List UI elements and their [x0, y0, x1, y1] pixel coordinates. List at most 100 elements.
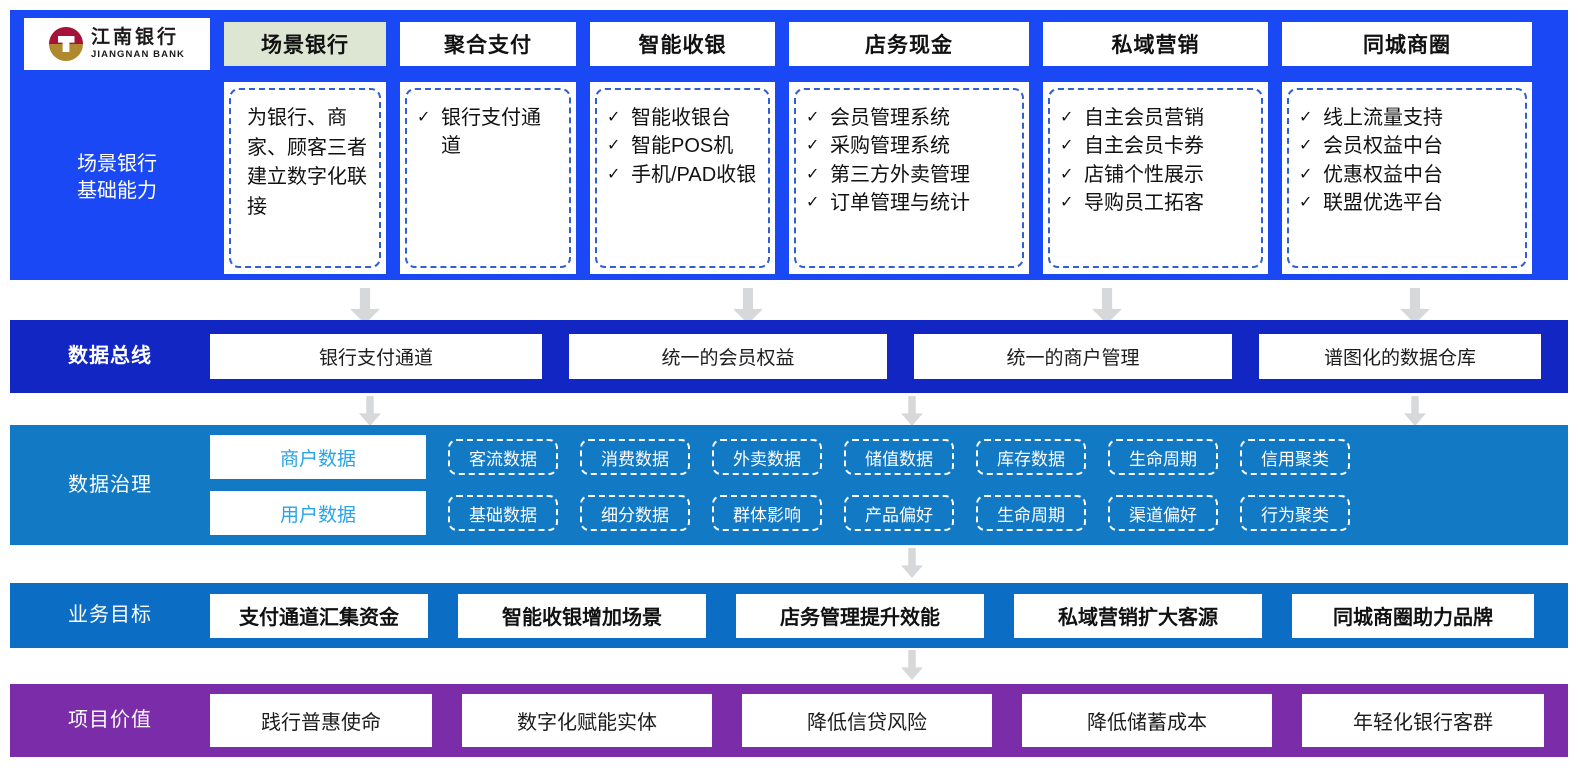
card-aggregate-payment[interactable]: ✓ 银行支付通道 — [405, 88, 571, 268]
check-icon: ✓ — [1299, 109, 1313, 126]
scenario-band-label-line2: 基础能力 — [77, 180, 157, 202]
card-local-business-circle[interactable]: ✓ 线上流量支持 ✓ 会员权益中台 ✓ 优惠权益中台 ✓ 联盟优选平台 — [1287, 88, 1527, 268]
scenario-band-label-line1: 场景银行 — [77, 153, 157, 175]
list-item: ✓ 会员管理系统 — [806, 104, 1012, 132]
card-store-cash[interactable]: ✓ 会员管理系统 ✓ 采购管理系统 ✓ 第三方外卖管理 ✓ 订单管理与统计 — [794, 88, 1024, 268]
tab-store-cash[interactable]: 店务现金 — [789, 22, 1029, 66]
tab-aggregate-payment[interactable]: 聚合支付 — [400, 22, 576, 66]
bus-box-bank-payment-channel[interactable]: 银行支付通道 — [210, 334, 542, 379]
card-scenario-bank[interactable]: 为银行、商家、顾客三者建立数字化联接 — [229, 88, 381, 268]
list-item-label: 智能POS机 — [631, 135, 734, 158]
list-item: ✓ 联盟优选平台 — [1299, 189, 1515, 217]
check-icon: ✓ — [417, 109, 431, 126]
list-item-label: 会员权益中台 — [1323, 135, 1443, 158]
chip-segmentation-data[interactable]: 细分数据 — [580, 495, 690, 531]
tab-smart-cashier[interactable]: 智能收银 — [590, 22, 775, 66]
data-governance-band-label: 数据治理 — [68, 473, 152, 496]
list-item-label: 会员管理系统 — [830, 107, 950, 129]
chip-lifecycle-user[interactable]: 生命周期 — [976, 495, 1086, 531]
card-wrap-local-business-circle: ✓ 线上流量支持 ✓ 会员权益中台 ✓ 优惠权益中台 ✓ 联盟优选平台 — [1282, 82, 1532, 274]
check-icon: ✓ — [607, 137, 621, 155]
list-item-label: 采购管理系统 — [830, 135, 950, 158]
chip-traffic-data[interactable]: 客流数据 — [448, 439, 558, 475]
bank-name-en: JIANGNAN BANK — [91, 49, 185, 61]
tab-scenario-bank[interactable]: 场景银行 — [224, 22, 386, 66]
chip-product-preference[interactable]: 产品偏好 — [844, 495, 954, 531]
down-arrow-icon — [1404, 396, 1426, 426]
list-item: ✓ 自主会员营销 — [1060, 104, 1251, 132]
project-value-items: 践行普惠使命 数字化赋能实体 降低信贷风险 降低储蓄成本 年轻化银行客群 — [210, 694, 1568, 747]
tab-private-marketing[interactable]: 私域营销 — [1043, 22, 1268, 66]
list-item: ✓ 优惠权益中台 — [1299, 161, 1515, 189]
bus-box-unified-merchant-mgmt[interactable]: 统一的商户管理 — [914, 334, 1232, 379]
chip-group-influence[interactable]: 群体影响 — [712, 495, 822, 531]
list-item-label: 自主会员营销 — [1084, 107, 1204, 129]
governance-main-user-data[interactable]: 用户数据 — [210, 491, 426, 535]
chip-stored-value-data[interactable]: 储值数据 — [844, 439, 954, 475]
tab-local-business-circle[interactable]: 同城商圈 — [1282, 22, 1532, 66]
value-box-digital-empowerment[interactable]: 数字化赋能实体 — [462, 694, 712, 747]
down-arrow-icon — [1400, 288, 1430, 324]
check-icon: ✓ — [607, 109, 621, 126]
chip-inventory-data[interactable]: 库存数据 — [976, 439, 1086, 475]
chip-credit-clustering[interactable]: 信用聚类 — [1240, 439, 1350, 475]
chip-behavior-clustering[interactable]: 行为聚类 — [1240, 495, 1350, 531]
bus-box-unified-member-rights[interactable]: 统一的会员权益 — [569, 334, 887, 379]
check-icon: ✓ — [1299, 165, 1313, 183]
scenario-band-label: 场景银行 基础能力 — [24, 82, 210, 274]
check-icon: ✓ — [1060, 194, 1074, 212]
card-smart-cashier[interactable]: ✓ 智能收银台 ✓ 智能POS机 ✓ 手机/PAD收银 — [595, 88, 770, 268]
data-governance-rows: 商户数据 客流数据 消费数据 外卖数据 储值数据 库存数据 生命周期 信用聚类 … — [210, 435, 1568, 535]
list-item-label: 优惠权益中台 — [1323, 163, 1443, 186]
list-item: ✓ 线上流量支持 — [1299, 104, 1515, 132]
card-private-marketing[interactable]: ✓ 自主会员营销 ✓ 自主会员卡券 ✓ 店铺个性展示 ✓ 导购员工拓客 — [1048, 88, 1263, 268]
value-box-younger-customer-base[interactable]: 年轻化银行客群 — [1302, 694, 1544, 747]
list-item: ✓ 手机/PAD收银 — [607, 161, 758, 189]
check-icon: ✓ — [1060, 165, 1074, 183]
list-item-label: 手机/PAD收银 — [631, 163, 757, 186]
goal-box-local-circle-brand[interactable]: 同城商圈助力品牌 — [1292, 593, 1534, 638]
list-item: ✓ 自主会员卡券 — [1060, 132, 1251, 160]
goal-box-payment-channel-funds[interactable]: 支付通道汇集资金 — [210, 593, 428, 638]
governance-row-user: 用户数据 基础数据 细分数据 群体影响 产品偏好 生命周期 渠道偏好 行为聚类 — [210, 491, 1568, 535]
down-arrow-icon — [733, 288, 763, 324]
list-item: ✓ 会员权益中台 — [1299, 132, 1515, 160]
down-arrow-icon — [1092, 288, 1122, 324]
value-box-reduce-deposit-cost[interactable]: 降低储蓄成本 — [1022, 694, 1272, 747]
project-value-band-label: 项目价值 — [68, 709, 152, 731]
goal-box-smart-cashier-scenarios[interactable]: 智能收银增加场景 — [458, 593, 706, 638]
bank-logo-mark-icon — [49, 27, 83, 61]
bank-logo-text: 江南银行 JIANGNAN BANK — [91, 28, 185, 60]
check-icon: ✓ — [1060, 137, 1074, 155]
chip-lifecycle-merchant[interactable]: 生命周期 — [1108, 439, 1218, 475]
list-item-label: 导购员工拓客 — [1084, 192, 1204, 215]
card-wrap-aggregate-payment: ✓ 银行支付通道 — [400, 82, 576, 274]
chip-basic-data[interactable]: 基础数据 — [448, 495, 558, 531]
value-box-reduce-credit-risk[interactable]: 降低信贷风险 — [742, 694, 992, 747]
governance-row-merchant: 商户数据 客流数据 消费数据 外卖数据 储值数据 库存数据 生命周期 信用聚类 — [210, 435, 1568, 479]
governance-main-merchant-data[interactable]: 商户数据 — [210, 435, 426, 479]
business-goals-band: 业务目标 支付通道汇集资金 智能收银增加场景 店务管理提升效能 私域营销扩大客源… — [10, 583, 1568, 648]
goal-box-private-marketing-customers[interactable]: 私域营销扩大客源 — [1014, 593, 1262, 638]
check-icon: ✓ — [1299, 137, 1313, 155]
bank-logo: 江南银行 JIANGNAN BANK — [24, 18, 210, 70]
down-arrow-icon — [901, 548, 923, 578]
card-wrap-store-cash: ✓ 会员管理系统 ✓ 采购管理系统 ✓ 第三方外卖管理 ✓ 订单管理与统计 — [789, 82, 1029, 274]
chip-takeaway-data[interactable]: 外卖数据 — [712, 439, 822, 475]
list-item-label: 第三方外卖管理 — [830, 163, 970, 186]
list-item: ✓ 智能POS机 — [607, 132, 758, 160]
goal-box-store-mgmt-efficiency[interactable]: 店务管理提升效能 — [736, 593, 984, 638]
scenario-bank-band: 江南银行 JIANGNAN BANK 场景银行 聚合支付 智能收银 店务现金 私… — [10, 10, 1568, 280]
chip-consumption-data[interactable]: 消费数据 — [580, 439, 690, 475]
check-icon: ✓ — [607, 165, 621, 183]
chip-channel-preference[interactable]: 渠道偏好 — [1108, 495, 1218, 531]
scenario-cards-row: 场景银行 基础能力 为银行、商家、顾客三者建立数字化联接 ✓ 银行支付通道 — [10, 82, 1568, 274]
list-item-label: 店铺个性展示 — [1084, 163, 1204, 186]
scenario-tabs-row: 江南银行 JIANGNAN BANK 场景银行 聚合支付 智能收银 店务现金 私… — [10, 18, 1568, 70]
bus-box-graph-data-warehouse[interactable]: 谱图化的数据仓库 — [1259, 334, 1541, 379]
card-wrap-scenario-bank: 为银行、商家、顾客三者建立数字化联接 — [224, 82, 386, 274]
down-arrow-icon — [901, 396, 923, 426]
value-box-inclusive-mission[interactable]: 践行普惠使命 — [210, 694, 432, 747]
data-bus-items: 银行支付通道 统一的会员权益 统一的商户管理 谱图化的数据仓库 — [210, 334, 1568, 379]
